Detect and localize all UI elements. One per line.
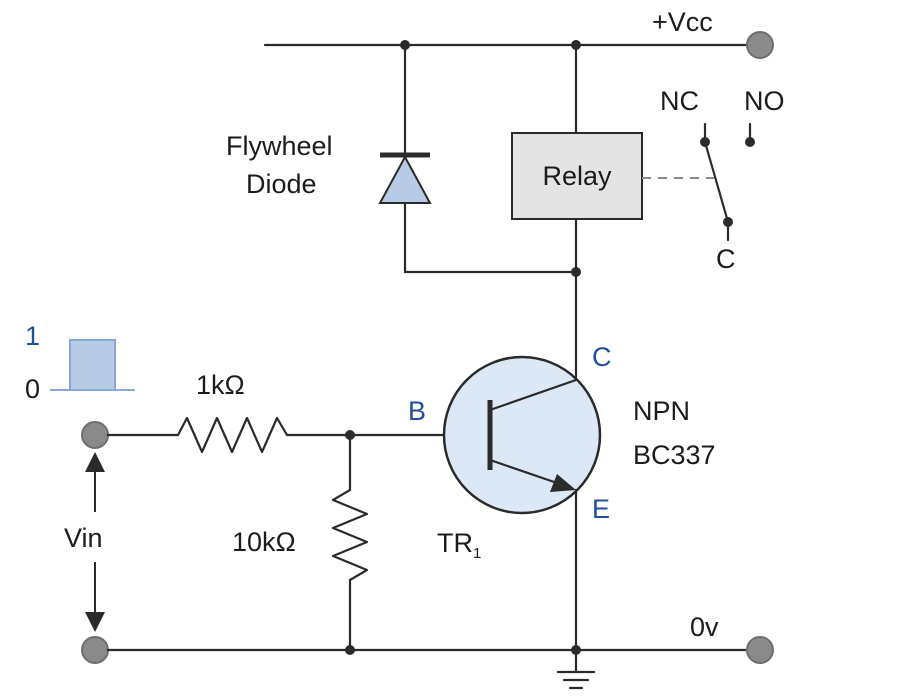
emitter-label: E xyxy=(592,494,610,524)
base-network: 1kΩ 10kΩ xyxy=(81,370,492,655)
diode-label-line2: Diode xyxy=(246,169,317,199)
relay-switch: NC NO C xyxy=(660,86,785,274)
vin-terminal[interactable] xyxy=(81,421,109,449)
vcc-terminal[interactable] xyxy=(746,31,774,59)
flywheel-diode: Flywheel Diode xyxy=(226,43,578,274)
input-ground-terminal[interactable] xyxy=(81,636,109,664)
transistor-ref-label: TR1 xyxy=(437,528,481,562)
relay-label: Relay xyxy=(542,161,612,191)
relay: Relay xyxy=(511,43,714,382)
junction-dot xyxy=(571,267,581,277)
transistor-emitter-lead xyxy=(488,458,562,486)
input-pulse: 1 0 xyxy=(25,321,135,404)
diode-label-line1: Flywheel xyxy=(226,131,333,161)
ground-terminal[interactable] xyxy=(746,636,774,664)
pulse-shape xyxy=(69,339,116,391)
transistor-collector-lead xyxy=(488,378,578,412)
resistor-10k-label: 10kΩ xyxy=(232,527,296,557)
pulse-high-label: 1 xyxy=(25,321,40,351)
vcc-rail: +Vcc xyxy=(263,7,774,59)
emitter-arrow xyxy=(550,474,576,492)
transistor-part-label: BC337 xyxy=(633,440,716,470)
base-label: B xyxy=(408,396,426,426)
vin-label: Vin xyxy=(64,523,103,553)
no-label: NO xyxy=(744,86,785,116)
ground-rail: 0v xyxy=(81,612,774,690)
vcc-label: +Vcc xyxy=(652,7,713,37)
common-label: C xyxy=(716,244,736,274)
vin-indicator: Vin xyxy=(64,452,105,632)
ground-label: 0v xyxy=(690,612,719,642)
resistor-1k-label: 1kΩ xyxy=(196,370,245,400)
collector-label: C xyxy=(592,342,612,372)
pulse-low-label: 0 xyxy=(25,374,40,404)
resistor-10k xyxy=(331,488,369,582)
transistor-body xyxy=(442,355,602,515)
diode-triangle xyxy=(378,154,432,204)
resistor-1k xyxy=(176,416,289,454)
nc-label: NC xyxy=(660,86,699,116)
ground-symbol xyxy=(556,648,596,690)
npn-transistor: C B E NPN BC337 TR1 xyxy=(408,342,716,652)
transistor-type-label: NPN xyxy=(633,396,690,426)
